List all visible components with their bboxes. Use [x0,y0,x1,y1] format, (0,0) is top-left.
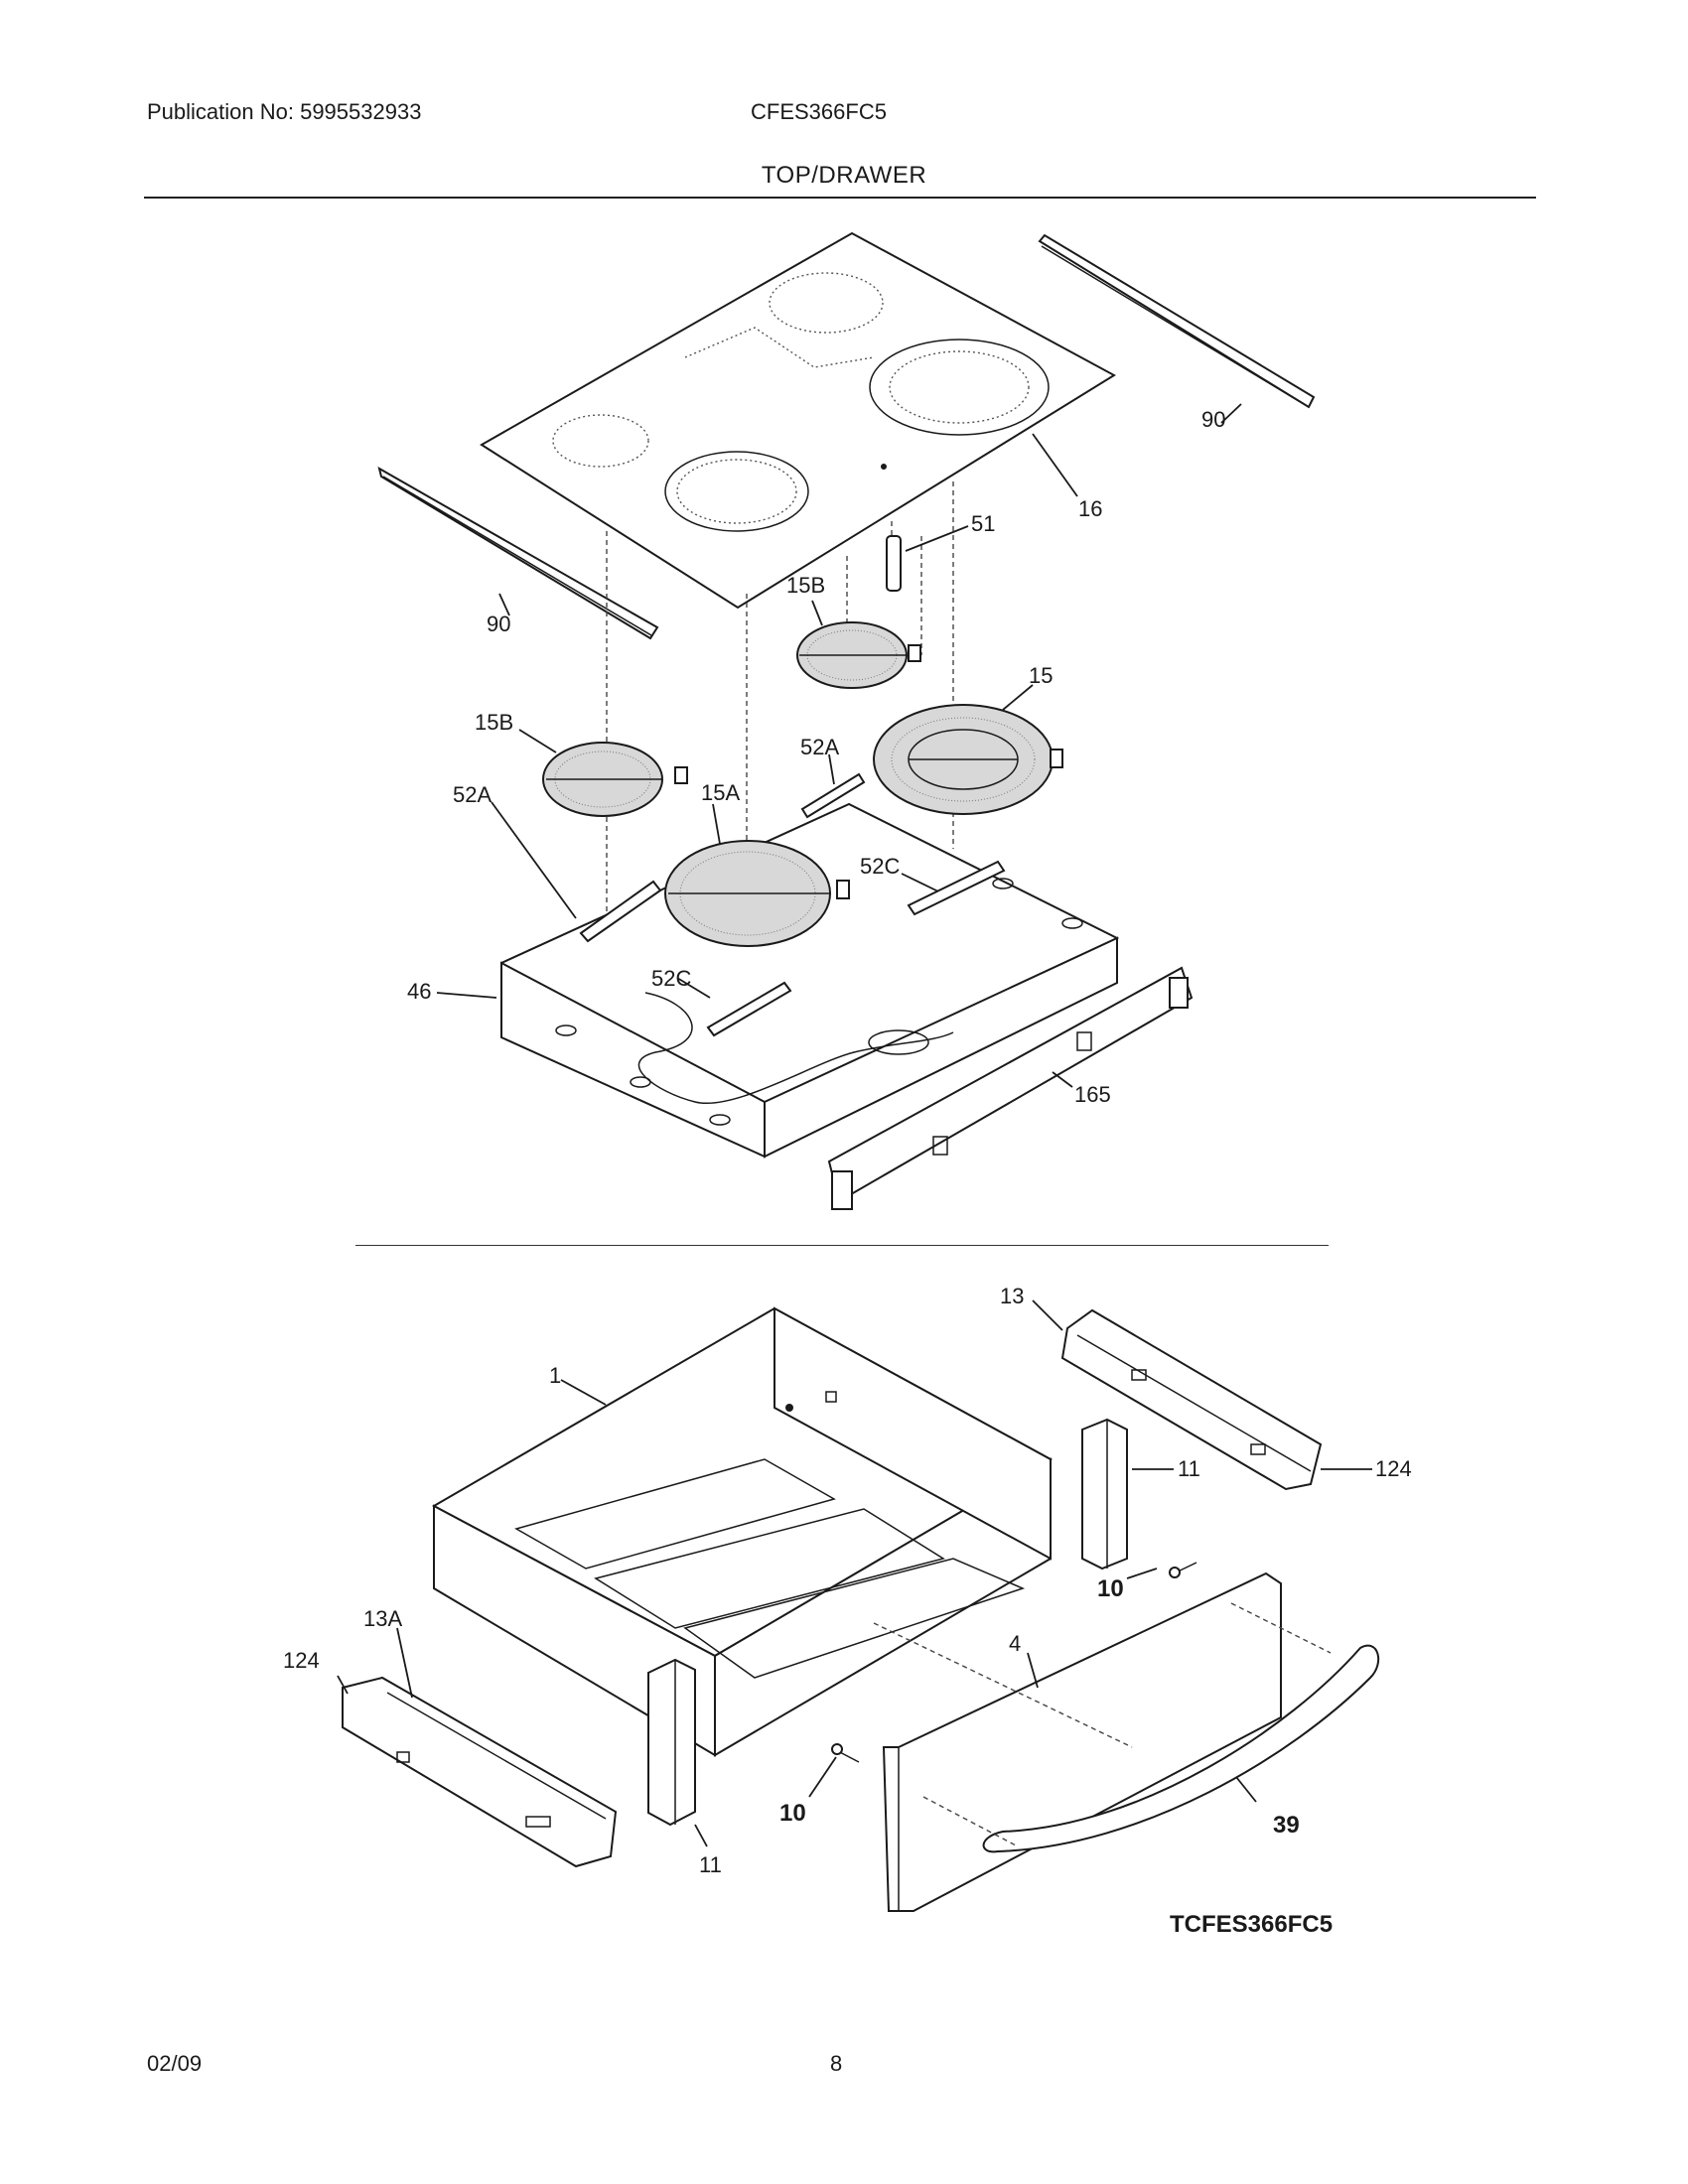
radiant-element-15b-upper [796,621,921,689]
callout-1: 1 [549,1363,561,1388]
callout-15a: 15A [701,780,740,805]
drawer-glide-11-lower [647,1658,696,1827]
callout-52a-left: 52A [453,782,492,807]
drawer-handle [922,1602,1380,1853]
callout-51: 51 [971,511,995,536]
heat-limiter [886,535,902,592]
header-rule [144,197,1536,199]
callout-52a-center: 52A [800,735,839,759]
bracket-52c-left [706,981,792,1037]
callout-15b-upper: 15B [786,573,825,598]
callout-90-left: 90 [487,612,510,636]
screw-10-upper [1169,1562,1197,1578]
callout-10-lower: 10 [779,1800,806,1827]
callout-90-right: 90 [1201,407,1225,432]
callout-13a: 13A [363,1606,402,1631]
drawer-rail-13a [342,1676,618,1868]
bracket-52c-right [907,860,1006,916]
callout-52c-right: 52C [860,854,900,879]
trim-strip-left [377,466,659,640]
callout-124-right: 124 [1375,1456,1412,1481]
radiant-element-15b-left [542,742,688,817]
callout-39: 39 [1273,1812,1300,1839]
bracket-52a-center [800,772,866,819]
footer-date: 02/09 [147,2051,203,2076]
callout-16: 16 [1078,496,1102,521]
callout-11-upper: 11 [1178,1456,1200,1481]
callout-13: 13 [1000,1284,1024,1308]
callout-4: 4 [1009,1631,1021,1656]
radiant-element-15 [873,704,1063,815]
drawer-glide-11-upper [1081,1418,1128,1570]
bracket-52a-left [579,880,662,943]
section-title: TOP/DRAWER [761,162,927,189]
callout-124-left: 124 [283,1648,320,1673]
callout-15b-left: 15B [475,710,513,735]
footer-page-number: 8 [830,2051,843,2076]
leader-lines [337,403,1372,1847]
section-divider [355,1245,1329,1246]
callout-15: 15 [1029,663,1053,688]
callout-165: 165 [1074,1082,1111,1107]
callout-10-upper: 10 [1097,1575,1124,1602]
alignment-lines-bottom [873,1622,1133,1748]
callout-11-lower: 11 [699,1852,722,1877]
trim-strip-right [1038,233,1316,409]
screw-10-lower [831,1743,860,1763]
radiant-element-15a [664,840,850,947]
glass-cooktop [480,231,1116,610]
diagram-code: TCFES366FC5 [1170,1911,1333,1938]
callout-46: 46 [407,979,431,1004]
drawer-rail-13 [1060,1308,1323,1491]
model-number: CFES366FC5 [751,99,887,124]
terminal-bracket [827,966,1194,1210]
drawer-front [882,1571,1282,1912]
publication-number: Publication No: 5995532933 [147,99,422,124]
callout-52c-left: 52C [651,966,691,991]
burner-box [500,802,1120,1159]
drawer-body [431,1306,1054,1757]
